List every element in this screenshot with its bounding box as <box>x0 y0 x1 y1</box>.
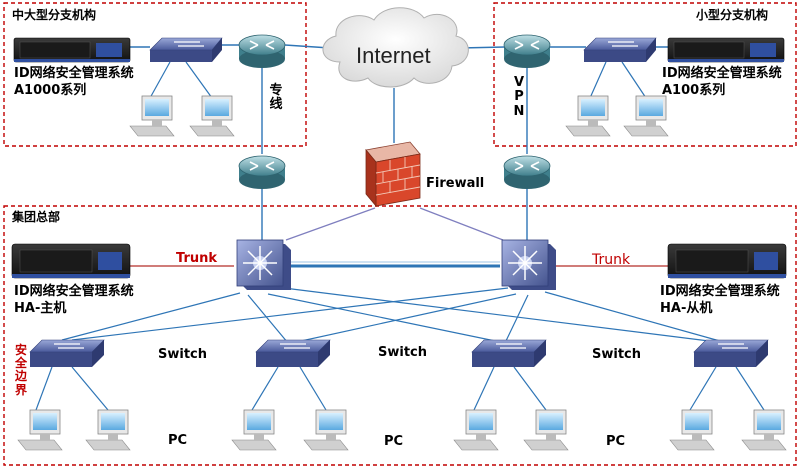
router-icon <box>238 34 286 68</box>
switch-label: Switch <box>158 347 208 362</box>
a100-label-line1: ID网络安全管理系统 <box>662 66 782 81</box>
pc-icon <box>741 409 787 451</box>
internet-cloud-icon <box>322 7 469 88</box>
pc-icon <box>623 95 669 137</box>
switch-icon <box>29 339 105 367</box>
core-switch-icon <box>501 239 556 290</box>
trunk-label-left: Trunk <box>176 251 218 266</box>
pc-icon <box>85 409 131 451</box>
medium-branch-title: 中大型分支机构 <box>12 8 97 22</box>
pc-icon <box>231 409 277 451</box>
pc-icon <box>453 409 499 451</box>
pc-label: PC <box>384 434 404 449</box>
pc-icon <box>303 409 349 451</box>
small-branch-title: 小型分支机构 <box>696 8 769 22</box>
leased-line-label: 专线 <box>269 83 283 113</box>
medium-branch-boundary <box>3 2 307 147</box>
a1000-label-line2: A1000系列 <box>14 83 87 98</box>
pc-icon <box>565 95 611 137</box>
server-appliance-icon <box>667 37 785 63</box>
pc-icon <box>189 95 235 137</box>
switch-icon <box>255 339 331 367</box>
firewall-icon <box>365 141 421 208</box>
ha-master-label-line1: ID网络安全管理系统 <box>14 284 134 299</box>
switch-label: Switch <box>592 347 642 362</box>
pc-label: PC <box>168 433 188 448</box>
router-icon <box>503 155 551 189</box>
switch-icon <box>693 339 769 367</box>
pc-icon <box>669 409 715 451</box>
router-icon <box>238 155 286 189</box>
router-icon <box>503 34 551 68</box>
ha-slave-label-line1: ID网络安全管理系统 <box>660 284 780 299</box>
vpn-label: VPN <box>513 75 525 119</box>
ha-slave-label-line2: HA-从机 <box>660 301 713 316</box>
firewall-label: Firewall <box>426 176 485 191</box>
switch-icon <box>149 37 223 62</box>
hq-boundary <box>3 205 797 466</box>
pc-icon <box>523 409 569 451</box>
a1000-label-line1: ID网络安全管理系统 <box>14 66 134 81</box>
ha-master-label-line2: HA-主机 <box>14 301 67 316</box>
pc-icon <box>129 95 175 137</box>
server-appliance-icon <box>667 243 787 279</box>
pc-label: PC <box>606 434 626 449</box>
core-switch-icon <box>236 239 291 290</box>
switch-label: Switch <box>378 345 428 360</box>
server-appliance-icon <box>11 243 131 279</box>
pc-icon <box>17 409 63 451</box>
hq-title: 集团总部 <box>12 210 61 224</box>
internet-label: Internet <box>356 43 431 68</box>
switch-icon <box>583 37 657 62</box>
trunk-label-right: Trunk <box>592 252 631 268</box>
a100-label-line2: A100系列 <box>662 83 726 98</box>
security-boundary-label: 安全边界 <box>14 343 27 397</box>
switch-icon <box>471 339 547 367</box>
small-branch-boundary <box>493 2 797 147</box>
server-appliance-icon <box>13 37 131 63</box>
links <box>35 44 765 411</box>
